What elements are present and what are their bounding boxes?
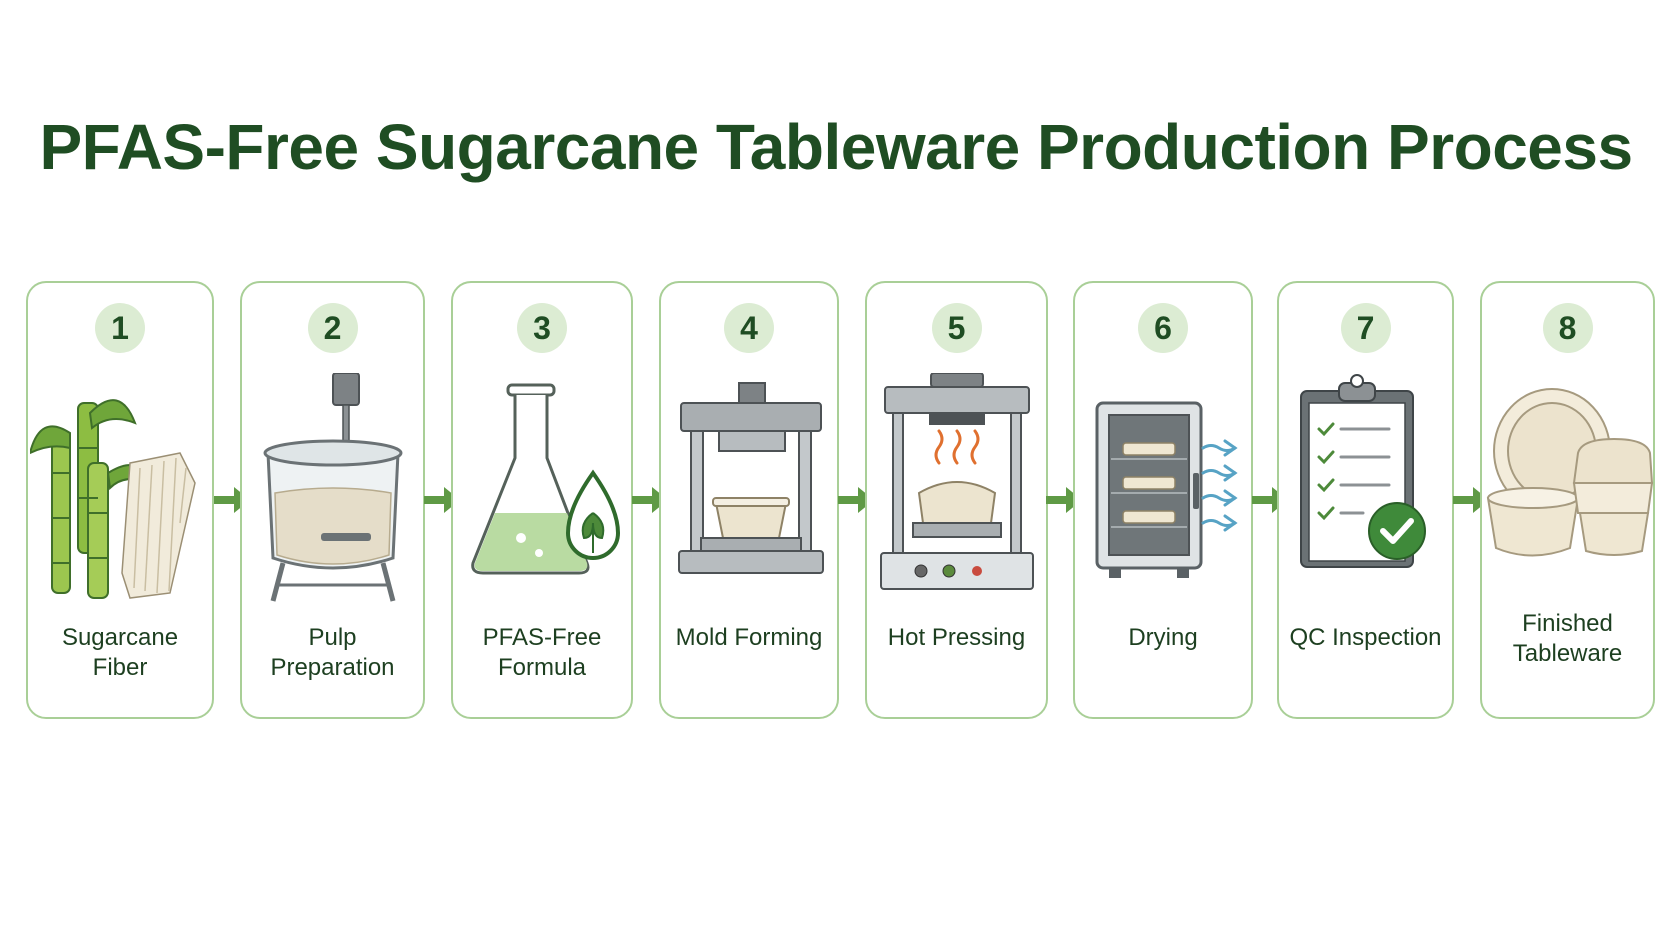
step-number-badge: 2 [307, 303, 358, 353]
step-label: PFAS-Free Formula [482, 624, 602, 681]
step-card-2: 2 Pulp Preparation [240, 281, 425, 719]
step-card-4: 4 Mold Forming [659, 281, 839, 719]
page-title: PFAS-Free Sugarcane Tableware Production… [39, 111, 1633, 183]
step-label: Mold Forming [675, 624, 823, 651]
finished-tableware-icon [1486, 388, 1654, 557]
qc-clipboard-icon [1300, 374, 1426, 568]
step-card-5: 5 Hot Pressing [865, 281, 1048, 719]
mold-press-icon [678, 382, 824, 574]
step-card-1: 1 Sugarcane Fiber [26, 281, 214, 719]
sugarcane-fiber-icon [30, 399, 196, 599]
step-number-badge: 1 [95, 303, 145, 353]
flask-leaf-icon [471, 383, 621, 575]
step-card-7: 7 QC Inspection [1277, 281, 1454, 719]
step-label: Sugarcane Fiber [61, 624, 179, 681]
step-number-badge: 3 [517, 303, 567, 353]
step-label: Drying [1128, 624, 1198, 651]
pulp-tank-icon [263, 373, 402, 602]
drying-oven-icon [1095, 401, 1238, 578]
step-label: Hot Pressing [887, 624, 1026, 651]
step-number-badge: 7 [1340, 303, 1391, 353]
step-number-badge: 8 [1542, 303, 1593, 353]
hot-press-icon [880, 373, 1034, 590]
step-number-badge: 5 [931, 303, 982, 353]
step-label: Finished Tableware [1512, 610, 1623, 667]
step-label: Pulp Preparation [270, 624, 395, 681]
step-card-8: 8 Finished Tableware [1480, 281, 1655, 719]
step-card-3: 3 PFAS-Free Formula [451, 281, 633, 719]
step-label: QC Inspection [1289, 624, 1442, 651]
step-number-badge: 4 [724, 303, 774, 353]
step-card-6: 6 Drying [1073, 281, 1253, 719]
step-number-badge: 6 [1138, 303, 1188, 353]
